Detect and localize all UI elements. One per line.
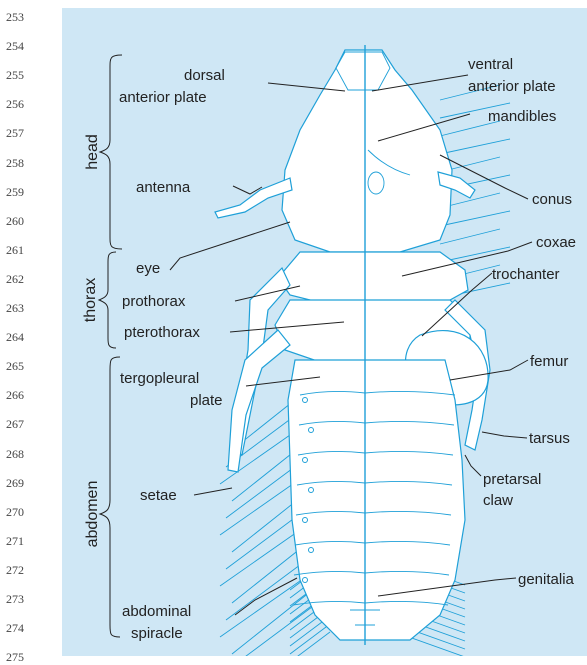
- label-tergopleural-1: tergopleural: [120, 370, 199, 387]
- label-dorsal-2: anterior plate: [119, 89, 207, 106]
- group-label-abdomen: abdomen: [84, 481, 101, 548]
- label-coxae: coxae: [536, 234, 576, 251]
- label-eye: eye: [136, 260, 160, 277]
- group-label-thorax: thorax: [82, 278, 99, 322]
- seta: [440, 139, 510, 154]
- label-genitalia: genitalia: [518, 571, 575, 588]
- insect-body: [215, 45, 510, 656]
- label-dorsal-1: dorsal: [184, 67, 225, 84]
- leader-tarsus: [482, 432, 527, 438]
- seta: [290, 632, 330, 656]
- brace-thorax: [99, 252, 116, 348]
- label-pterothorax: pterothorax: [124, 324, 200, 341]
- leader-pretarsal-claw: [465, 455, 481, 476]
- label-ventral-1: ventral: [468, 56, 513, 73]
- group-braces: [99, 55, 122, 637]
- group-label-head: head: [84, 134, 101, 170]
- label-setae: setae: [140, 487, 177, 504]
- label-ventral-2: anterior plate: [468, 78, 556, 95]
- label-mandibles: mandibles: [488, 108, 556, 125]
- label-tergopleural-2: plate: [190, 392, 223, 409]
- prothorax-segment: [278, 252, 468, 305]
- label-pretarsal-1: pretarsal: [483, 471, 541, 488]
- brace-head: [100, 55, 122, 249]
- leg-left-hind: [228, 330, 290, 472]
- label-pretarsal-2: claw: [483, 492, 513, 509]
- label-femur: femur: [530, 353, 568, 370]
- brace-abdomen: [100, 357, 120, 637]
- label-conus: conus: [532, 191, 572, 208]
- leader-setae: [194, 488, 232, 495]
- label-antenna: antenna: [136, 179, 191, 196]
- label-trochanter: trochanter: [492, 266, 560, 283]
- antenna-left: [215, 178, 292, 218]
- label-prothorax: prothorax: [122, 293, 186, 310]
- leader-eye: [170, 222, 290, 270]
- seta: [290, 624, 330, 654]
- abdomen-segments: [288, 360, 465, 640]
- seta: [440, 229, 500, 244]
- head-capsule: [282, 50, 452, 252]
- label-tarsus: tarsus: [529, 430, 570, 447]
- label-abdominal-2: spiracle: [131, 625, 183, 642]
- label-abdominal-1: abdominal: [122, 603, 191, 620]
